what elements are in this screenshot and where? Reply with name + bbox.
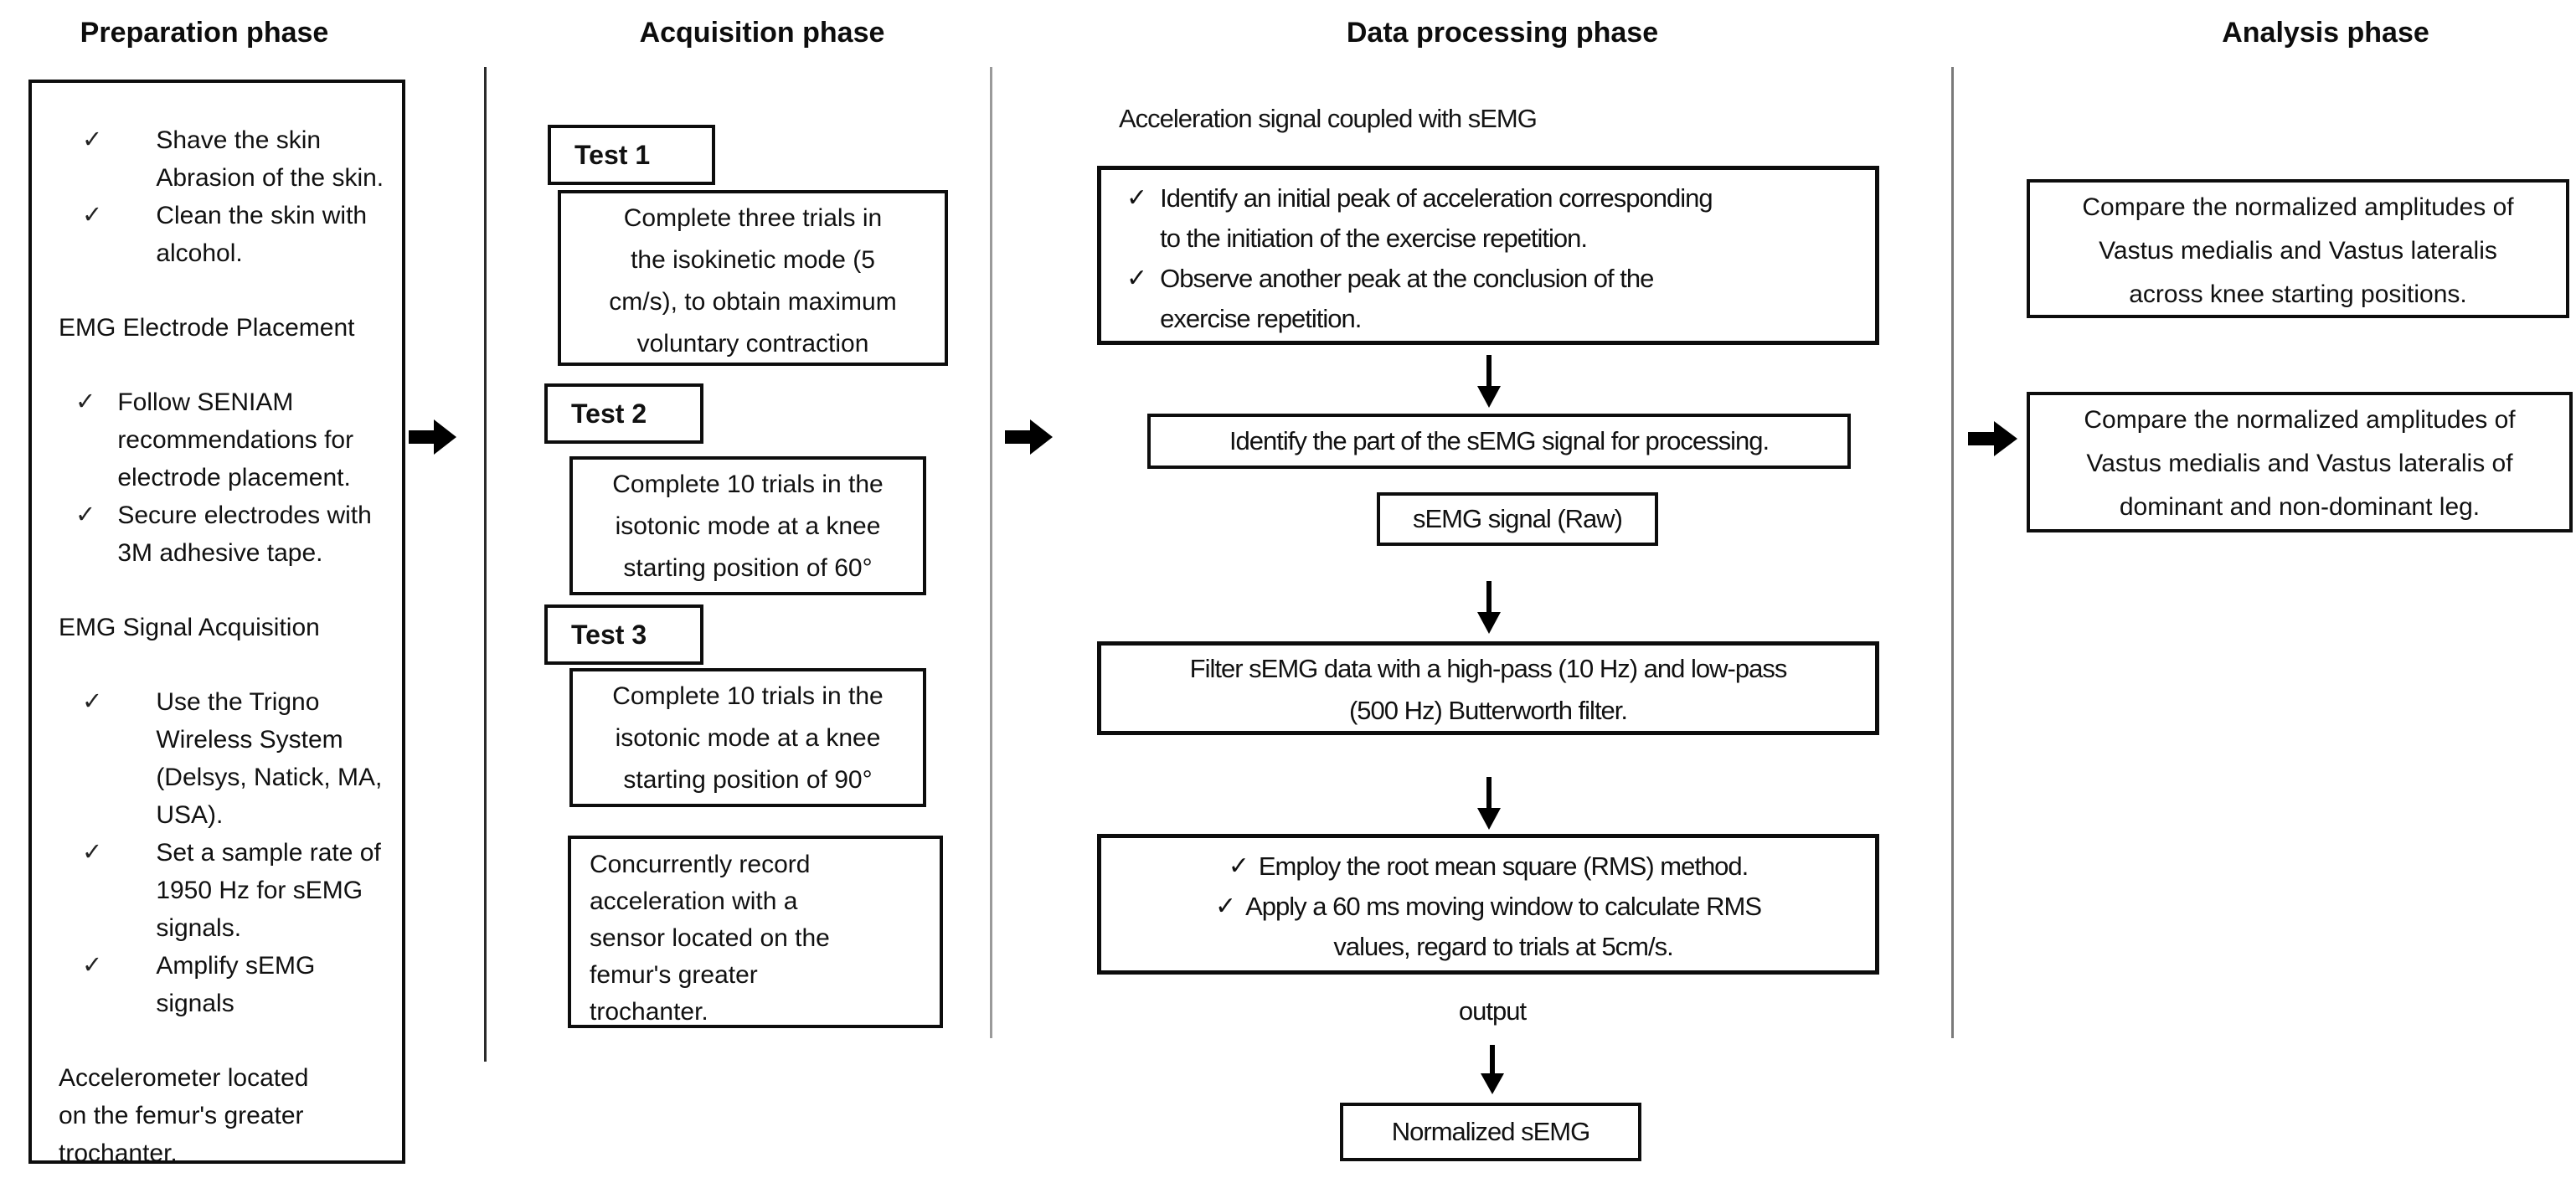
- test-1-label-box: Test 1: [548, 125, 715, 185]
- arrow-down-icon: [1474, 355, 1504, 409]
- arrow-right-icon: [1005, 418, 1054, 456]
- acquisition-phase-title: Acquisition phase: [639, 17, 885, 49]
- prep-heading-text: EMG Electrode Placement: [59, 314, 355, 342]
- column-divider-2: [990, 67, 992, 1038]
- column-divider-3: [1951, 67, 1954, 1038]
- test-3-label: Test 3: [571, 619, 647, 650]
- normalized-semg-text: Normalized sEMG: [1391, 1117, 1590, 1146]
- prep-item-text: Follow SENIAM recommendations for electr…: [117, 388, 354, 491]
- rms-method-box: ✓ Employ the root mean square (RMS) meth…: [1097, 834, 1879, 975]
- output-label: output: [1458, 996, 1527, 1026]
- preparation-phase-title: Preparation phase: [80, 17, 329, 49]
- analysis-phase-title: Analysis phase: [2222, 17, 2429, 49]
- check-icon: ✓: [82, 126, 103, 153]
- check-icon: ✓: [82, 952, 103, 979]
- prep-section-heading: EMG Electrode Placement: [59, 309, 389, 347]
- compare-dominant-leg-box: Compare the normalized amplitudes of Vas…: [2027, 392, 2573, 532]
- peak-identification-box: ✓ Identify an initial peak of accelerati…: [1097, 166, 1879, 345]
- peak-item: ✓ Identify an initial peak of accelerati…: [1101, 178, 1875, 259]
- check-icon: ✓: [75, 502, 96, 528]
- prep-item: ✓ Shave the skin Abrasion of the skin.: [52, 121, 389, 197]
- check-icon: ✓: [1228, 852, 1249, 880]
- check-icon: ✓: [1126, 184, 1147, 212]
- check-icon: ✓: [82, 688, 103, 715]
- prep-item-text: Shave the skin Abrasion of the skin.: [156, 126, 384, 192]
- rms-item-text: Apply a 60 ms moving window to calculate…: [1245, 892, 1762, 961]
- prep-heading-text: Accelerometer located on the femur's gre…: [59, 1064, 309, 1167]
- prep-item-text: Clean the skin with alcohol.: [156, 202, 368, 267]
- test-2-label-box: Test 2: [544, 383, 703, 444]
- identify-semg-part-box: Identify the part of the sEMG signal for…: [1147, 414, 1851, 469]
- arrow-down-icon: [1474, 581, 1504, 635]
- rms-item: ✓ Employ the root mean square (RMS) meth…: [1101, 846, 1875, 887]
- check-icon: ✓: [75, 388, 96, 415]
- compare-knee-positions-box: Compare the normalized amplitudes of Vas…: [2027, 179, 2569, 318]
- peak-item-text: Identify an initial peak of acceleration…: [1160, 183, 1713, 253]
- arrow-right-icon: [409, 418, 457, 456]
- check-icon: ✓: [1126, 265, 1147, 292]
- prep-item: ✓ Follow SENIAM recommendations for elec…: [52, 383, 389, 496]
- arrow-down-icon: [1474, 777, 1504, 831]
- acceleration-coupled-label: Acceleration signal coupled with sEMG: [1119, 104, 1538, 133]
- arrow-down-icon: [1477, 1045, 1507, 1095]
- prep-item: ✓ Secure electrodes with 3M adhesive tap…: [52, 496, 389, 572]
- prep-item-text: Secure electrodes with 3M adhesive tape.: [117, 502, 372, 567]
- prep-item: ✓ Clean the skin with alcohol.: [52, 197, 389, 272]
- raw-semg-signal-box: sEMG signal (Raw): [1377, 492, 1658, 546]
- check-icon: ✓: [82, 839, 103, 866]
- column-divider-1: [484, 67, 487, 1062]
- check-icon: ✓: [1214, 893, 1236, 920]
- test-1-description-box: Complete three trials in the isokinetic …: [558, 190, 948, 366]
- rms-item: ✓ Apply a 60 ms moving window to calcula…: [1101, 887, 1875, 967]
- prep-heading-text: EMG Signal Acquisition: [59, 614, 320, 641]
- prep-item: ✓ Amplify sEMG signals: [52, 947, 389, 1022]
- prep-item-text: Use the Trigno Wireless System (Delsys, …: [156, 688, 383, 829]
- preparation-box: ✓ Shave the skin Abrasion of the skin. ✓…: [28, 80, 405, 1167]
- prep-item-text: Amplify sEMG signals: [156, 952, 316, 1017]
- butterworth-filter-box: Filter sEMG data with a high-pass (10 Hz…: [1097, 641, 1879, 735]
- raw-semg-signal-text: sEMG signal (Raw): [1413, 504, 1623, 533]
- test-2-label: Test 2: [571, 398, 647, 429]
- rms-item-text: Employ the root mean square (RMS) method…: [1258, 851, 1749, 881]
- prep-item: ✓ Set a sample rate of 1950 Hz for sEMG …: [52, 834, 389, 947]
- prep-section-heading: EMG Signal Acquisition: [59, 609, 389, 646]
- prep-section-heading: Accelerometer located on the femur's gre…: [59, 1059, 389, 1172]
- test-1-label: Test 1: [574, 139, 651, 170]
- arrow-right-icon: [1968, 419, 2018, 458]
- test-3-label-box: Test 3: [544, 604, 703, 665]
- check-icon: ✓: [82, 202, 103, 229]
- data-processing-phase-title: Data processing phase: [1346, 17, 1659, 49]
- test-2-description-box: Complete 10 trials in the isotonic mode …: [569, 456, 926, 595]
- peak-item: ✓ Observe another peak at the conclusion…: [1101, 259, 1875, 339]
- acceleration-recording-box: Concurrently record acceleration with a …: [568, 836, 943, 1028]
- test-3-description-box: Complete 10 trials in the isotonic mode …: [569, 668, 926, 807]
- identify-semg-part-text: Identify the part of the sEMG signal for…: [1229, 426, 1770, 455]
- prep-item-text: Set a sample rate of 1950 Hz for sEMG si…: [156, 839, 381, 942]
- normalized-semg-box: Normalized sEMG: [1340, 1103, 1641, 1161]
- prep-item: ✓ Use the Trigno Wireless System (Delsys…: [52, 683, 389, 834]
- peak-item-text: Observe another peak at the conclusion o…: [1160, 264, 1654, 333]
